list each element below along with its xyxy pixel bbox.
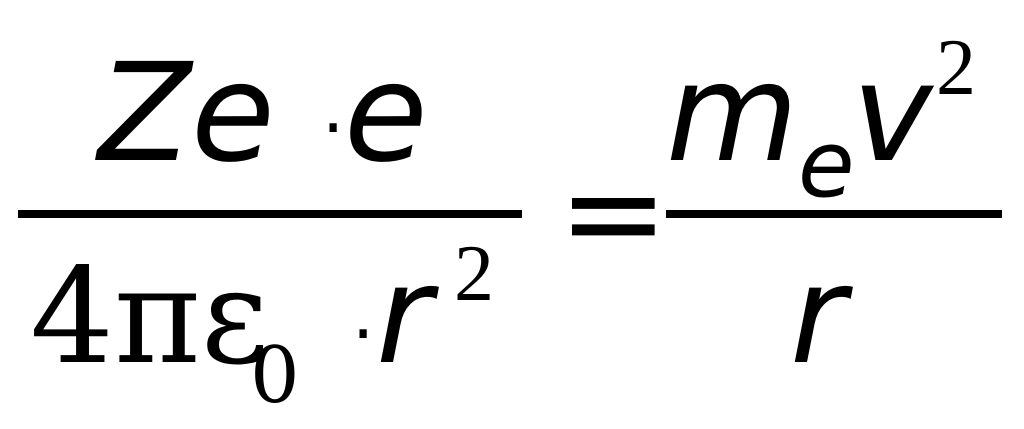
lhs-denominator-four-pi-epsilon: 4πε bbox=[30, 240, 269, 394]
lhs-denominator-radius: r bbox=[376, 237, 439, 395]
lhs-numerator-dot: · bbox=[322, 87, 344, 169]
rhs-numerator-velocity-exponent: 2 bbox=[936, 24, 976, 112]
rhs-numerator-mass-subscript: e bbox=[798, 111, 855, 218]
rhs-fraction-bar bbox=[666, 210, 1002, 218]
lhs-denominator-radius-exponent: 2 bbox=[454, 230, 494, 318]
lhs-numerator-electron: e bbox=[344, 35, 428, 193]
lhs-denominator-epsilon-subscript: 0 bbox=[250, 331, 300, 421]
rhs-numerator-velocity: v bbox=[852, 35, 935, 193]
equals-sign: = bbox=[558, 136, 669, 290]
lhs-fraction-bar bbox=[18, 210, 522, 218]
lhs-denominator-dot: · bbox=[352, 293, 374, 375]
rhs-denominator-radius: r bbox=[790, 237, 853, 395]
lhs-numerator-charge: Ze bbox=[95, 35, 275, 193]
rhs-numerator-mass: m bbox=[666, 35, 798, 193]
